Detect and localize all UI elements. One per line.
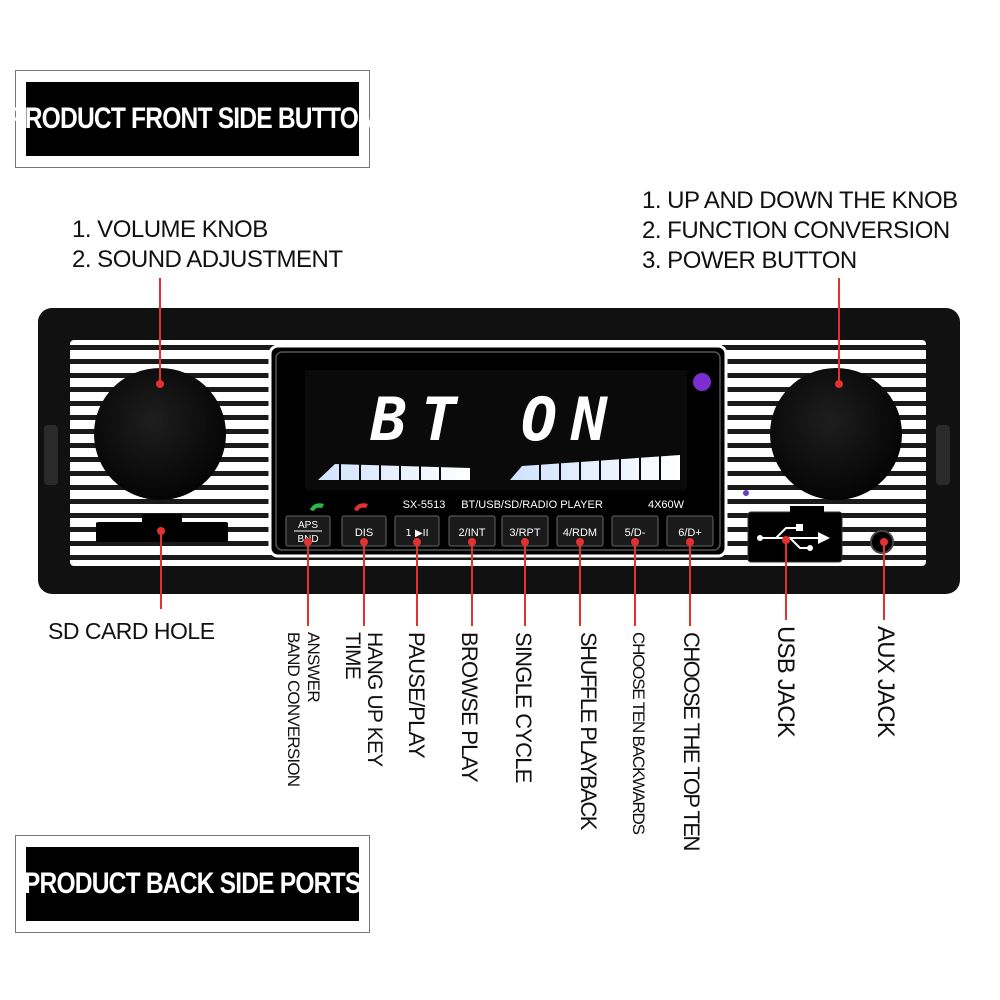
volume-knob-pointer-line [159, 278, 161, 384]
time-label: TIME [341, 632, 364, 679]
dis-function-label: HANG UP KEY TIME [341, 632, 386, 767]
play-pause-label: 1 ▶II [405, 528, 428, 539]
right-side-tab [936, 425, 950, 485]
d-plus-pointer-line [689, 542, 691, 626]
front-side-header: PRODUCT FRONT SIDE BUTTON [10, 70, 376, 168]
aux-pointer-line [883, 542, 885, 620]
dis-button[interactable]: DIS [341, 515, 387, 547]
d-minus-pointer-line [634, 542, 636, 626]
browse-play-label: BROWSE PLAY [457, 632, 482, 782]
dis-label: DIS [355, 527, 373, 539]
caption-line: 2. SOUND ADJUSTMENT [72, 246, 343, 273]
shuffle-playback-label: SHUFFLE PLAYBACK [576, 632, 601, 829]
back-side-header: PRODUCT BACK SIDE PORTS [15, 835, 370, 933]
hang-up-key-label: HANG UP KEY [363, 632, 386, 767]
caption-line: 3. POWER BUTTON [642, 247, 857, 274]
caption-line: 1. UP AND DOWN THE KNOB [642, 187, 958, 214]
power-rating: 4X60W [648, 499, 685, 511]
left-side-tab [44, 425, 58, 485]
aux-jack-label: AUX JACK [872, 626, 899, 737]
usb-pointer-line [785, 540, 787, 620]
rdm-label: 4/RDM [563, 527, 597, 539]
front-side-header-text: PRODUCT FRONT SIDE BUTTON [9, 102, 377, 135]
choose-ten-backwards-label: CHOOSE TEN BACKWARDS [629, 632, 648, 834]
sd-card-hole-label: SD CARD HOLE [48, 618, 215, 644]
right-knob-caption: 1. UP AND DOWN THE KNOB 2. FUNCTION CONV… [642, 186, 958, 276]
int-pointer-line [471, 542, 473, 626]
function-knob-pointer-line [838, 278, 840, 384]
left-knob-caption: 1. VOLUME KNOB 2. SOUND ADJUSTMENT [72, 215, 343, 275]
int-button[interactable]: 2/INT [448, 515, 496, 547]
answer-phone-icon [310, 503, 324, 511]
function-knob [770, 368, 902, 500]
choose-top-ten-label: CHOOSE THE TOP TEN [679, 632, 704, 850]
status-led-icon [693, 373, 711, 391]
rdm-pointer-line [579, 542, 581, 626]
mic-hole-icon [743, 490, 749, 496]
lcd-text: BT ON [370, 385, 622, 455]
d-minus-label: 5/D- [625, 527, 646, 539]
model-number: SX-5513 [403, 499, 446, 511]
eq-bar-right [510, 455, 680, 480]
usb-jack-label: USB JACK [772, 626, 799, 737]
single-cycle-label: SINGLE CYCLE [511, 632, 536, 783]
volume-knob [94, 368, 226, 500]
d-minus-button[interactable]: 5/D- [611, 515, 659, 547]
pause-play-label: PAUSE/PLAY [404, 632, 429, 758]
int-label: 2/INT [459, 527, 486, 539]
answer-label: ANSWER [304, 632, 323, 702]
aps-pointer-line [307, 542, 309, 626]
play-pointer-line [416, 542, 418, 626]
function-knob-pointer-dot [835, 380, 843, 388]
back-side-header-text: PRODUCT BACK SIDE PORTS [24, 867, 361, 900]
eq-bar-left [318, 464, 470, 480]
dis-pointer-line [363, 542, 365, 626]
caption-line: 2. FUNCTION CONVERSION [642, 217, 950, 244]
rpt-pointer-line [524, 542, 526, 626]
player-description: BT/USB/SD/RADIO PLAYER [461, 499, 603, 511]
rpt-button[interactable]: 3/RPT [501, 515, 549, 547]
d-plus-label: 6/D+ [678, 527, 702, 539]
sd-pointer-line [160, 531, 162, 609]
caption-line: 1. VOLUME KNOB [72, 216, 268, 243]
aps-label: APS [298, 520, 318, 531]
rpt-label: 3/RPT [509, 527, 540, 539]
hangup-phone-icon [354, 503, 368, 511]
aps-function-label: ANSWER BAND CONVERSION [283, 632, 323, 786]
band-conversion-label: BAND CONVERSION [284, 632, 303, 787]
volume-knob-pointer-dot [156, 380, 164, 388]
